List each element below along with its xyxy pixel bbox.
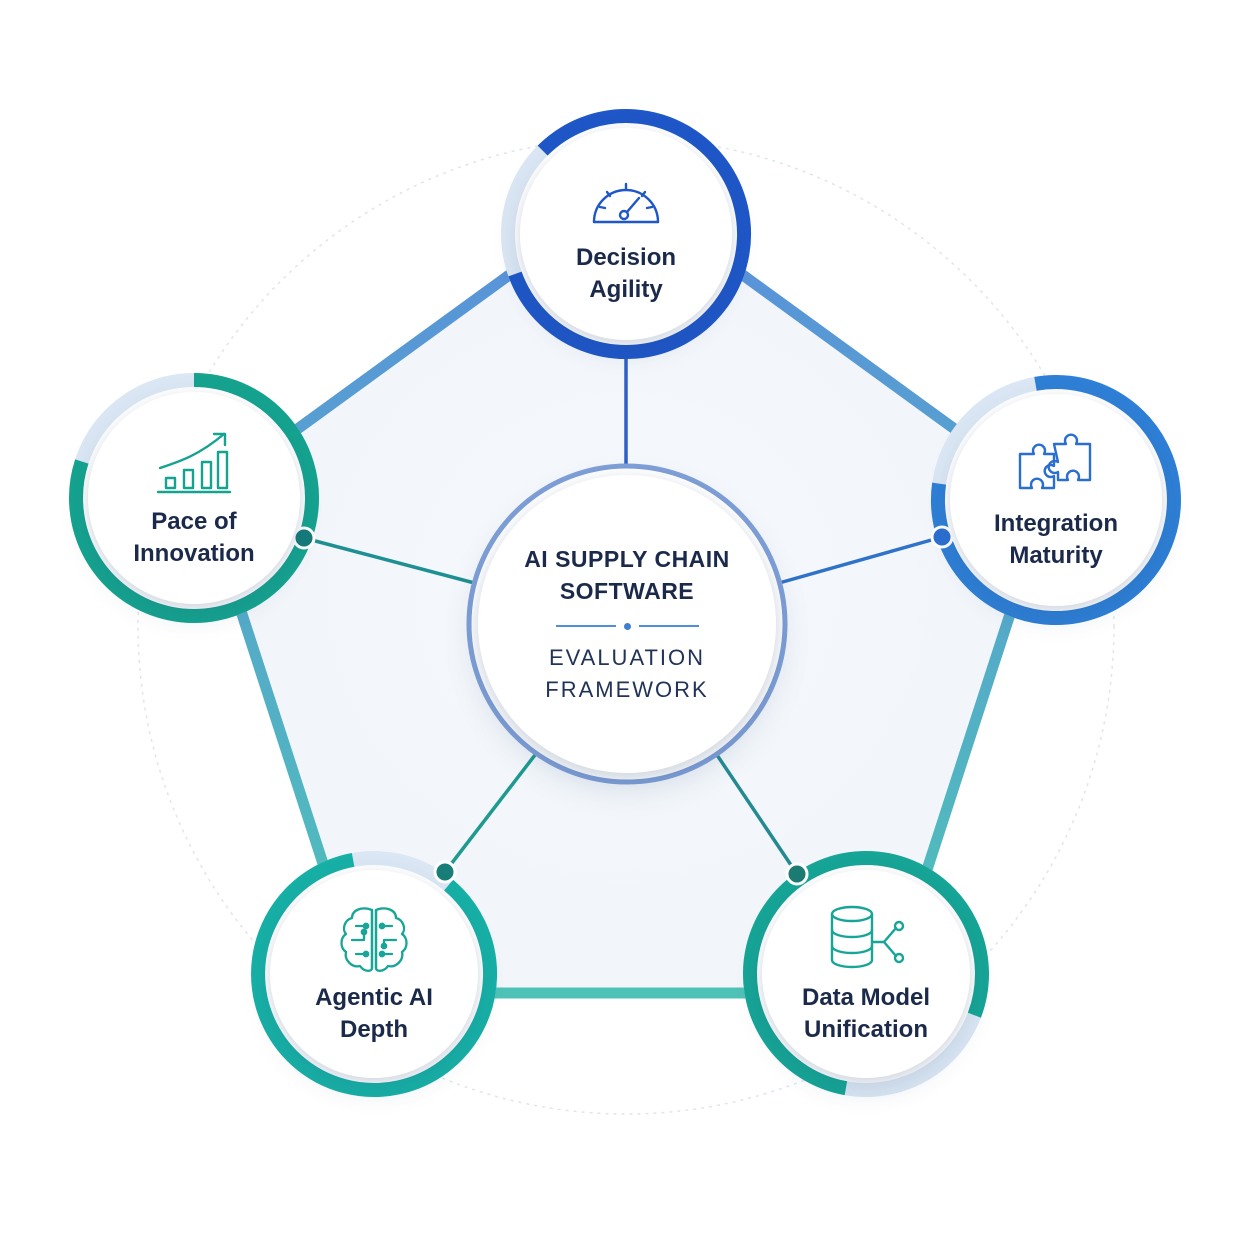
pillar-label: Agentic AI Depth [315,982,433,1046]
hub-title-line1: AI SUPPLY CHAIN [524,545,730,572]
hub-subtitle-line1: EVALUATION [548,644,706,670]
spoke-left [303,536,483,587]
pillar-label-line1: Agentic AI [315,984,433,1011]
hub-subtitle-line2: FRAMEWORK [545,676,709,702]
pillar-label-line2: Agility [589,276,663,303]
hub-title: AI SUPPLY CHAIN SOFTWARE [524,543,730,607]
pillar-pace-of-innovation: Pace of Innovation [88,392,300,604]
pillar-decision-agility: Decision Agility [520,128,732,340]
pillar-ring-progress-br [743,850,989,1096]
pillar-ring-progress-bl [251,853,498,1097]
pillar-label-line1: Decision [575,244,677,271]
hub-subtitle: EVALUATION FRAMEWORK [545,642,708,706]
hub-divider [555,622,699,630]
connector-dot-right [930,525,954,549]
pillar-agentic-ai-depth: Agentic AI Depth [270,870,478,1078]
database-network-icon [824,902,908,976]
pillar-label: Data Model Unification [802,982,930,1046]
connector-dot-left [292,526,316,550]
pillar-label: Pace of Innovation [133,506,254,570]
spoke-right [771,535,943,587]
pillar-label-line1: Integration [994,510,1118,537]
brain-circuit-icon [332,902,416,976]
pillar-label-line2: Maturity [1009,542,1103,569]
connector-dot-br [785,862,809,886]
pillar-data-model-unification: Data Model Unification [762,870,970,1078]
center-hub: AI SUPPLY CHAIN SOFTWARE EVALUATION FRAM… [478,475,776,773]
hub-title-line2: SOFTWARE [559,577,695,604]
guide-circle-outer [137,137,1115,1115]
speedometer-gauge-icon [584,162,668,236]
spoke-bl [443,753,537,874]
growth-bar-chart-icon [152,426,236,500]
puzzle-pieces-icon [1014,428,1098,502]
pillar-integration-maturity: Integration Maturity [950,394,1162,606]
pillar-label: Integration Maturity [994,508,1118,572]
connector-dot-bl [433,860,457,884]
pillar-label-line2: Innovation [133,540,255,567]
pillar-label: Decision Agility [576,242,676,306]
pillar-label-line1: Pace of [151,508,237,535]
pillar-ring-progress-top [508,109,752,360]
pillar-label-line1: Data Model [801,984,930,1011]
pillar-ring-progress-right [930,375,1181,625]
pillar-label-line2: Unification [803,1016,928,1043]
pillar-ring-progress-left [69,373,319,623]
pillar-label-line2: Depth [339,1016,408,1043]
spoke-br [715,754,799,875]
